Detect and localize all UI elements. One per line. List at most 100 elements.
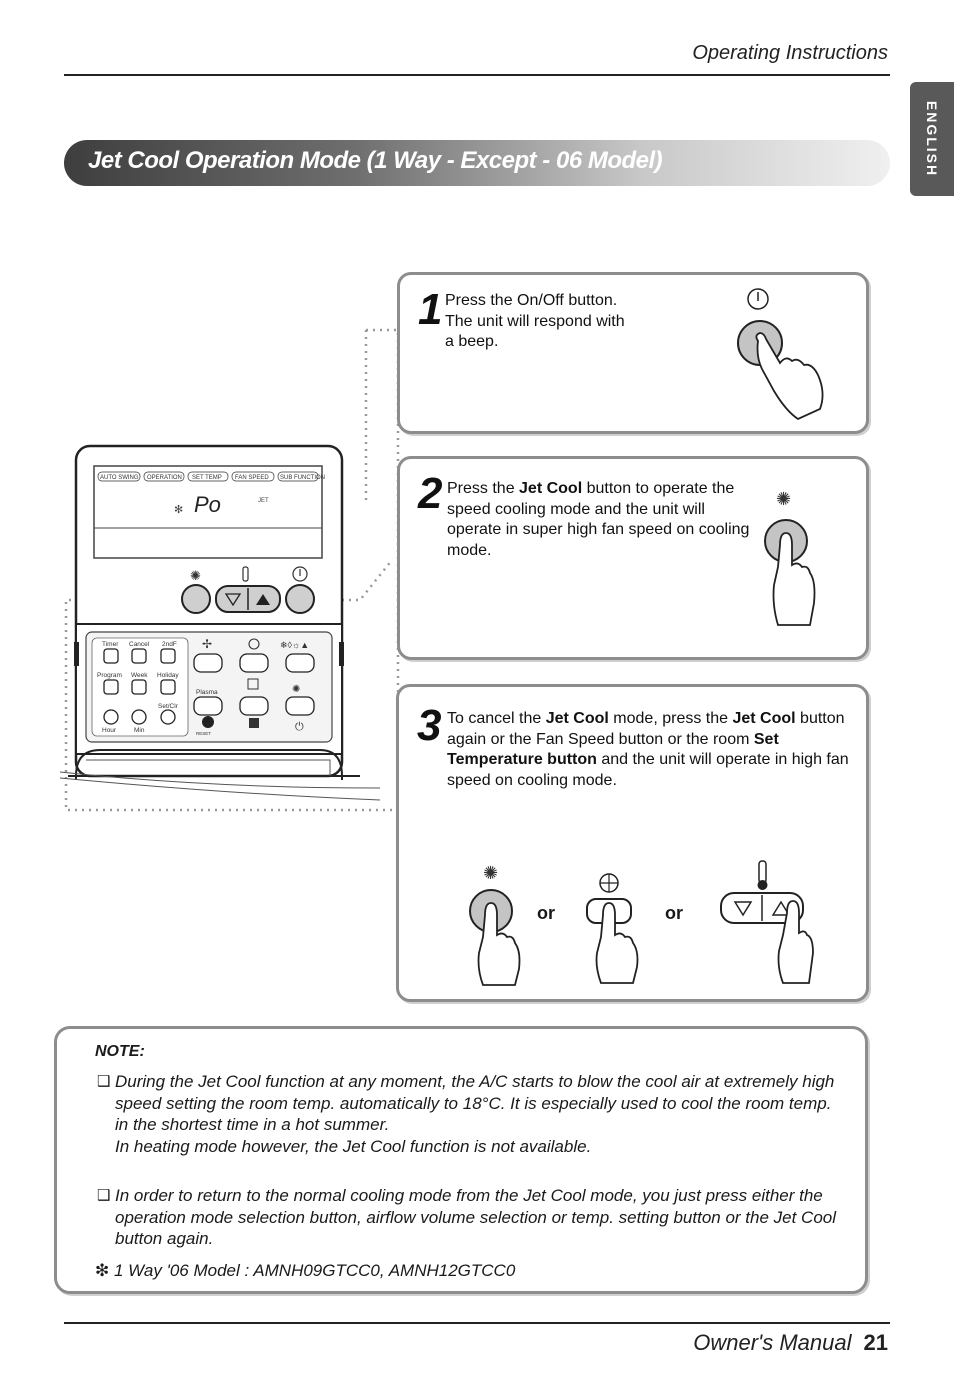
language-tab: ENGLISH <box>910 82 954 196</box>
asterisk-icon: ❇ <box>95 1261 110 1280</box>
week-button[interactable] <box>131 679 147 695</box>
min-button[interactable] <box>131 709 147 725</box>
step-2-text: Press the Jet Cool button to operate the… <box>447 479 757 561</box>
note-item-2-text: In order to return to the normal cooling… <box>115 1186 837 1248</box>
step-3-text-prefix: To cancel the <box>447 710 546 727</box>
language-tab-label: ENGLISH <box>924 100 940 178</box>
page-number: 21 <box>863 1330 888 1355</box>
jet-cool-icon: ✺ <box>190 568 201 583</box>
set-clr-button[interactable] <box>160 709 176 725</box>
power-button[interactable] <box>285 584 315 614</box>
swing-icon: ✺ <box>292 684 300 695</box>
display-label-fan-speed: FAN SPEED <box>235 475 269 481</box>
step-3-set-temp-bold: Set Temperature button <box>447 730 779 769</box>
step-2-text-rest: button to operate the speed cooling mode… <box>447 480 750 559</box>
min-label: Min <box>134 727 145 734</box>
title-bar: Jet Cool Operation Mode (1 Way - Except … <box>64 140 890 186</box>
jet-cool-icon: ✺ <box>483 863 498 883</box>
temp-up-icon <box>771 900 791 916</box>
home-icon <box>247 678 259 690</box>
cancel-button[interactable] <box>131 648 147 664</box>
week-label: Week <box>131 672 148 679</box>
display-jet: JET <box>258 498 269 504</box>
step-2-hand-illustration: ✺ <box>764 489 816 626</box>
note-item-1-heating-text: In heating mode however, the Jet Cool fu… <box>115 1136 592 1156</box>
pointing-hand-icon <box>595 902 639 984</box>
display-jet-icon: ✻ <box>174 504 183 516</box>
step-3-text-mid: mode, press the <box>608 710 733 727</box>
step-3-box: 3 To cancel the Jet Cool mode, press the… <box>396 684 869 1002</box>
auto-clean-icon: ⏻ <box>295 721 304 733</box>
step-3-text: To cancel the Jet Cool mode, press the J… <box>447 709 857 791</box>
or-label-1: or <box>537 903 555 923</box>
plasma-button[interactable] <box>193 696 223 716</box>
pointing-hand-icon <box>755 332 824 421</box>
step-1-number: 1 <box>418 285 443 334</box>
remote-illustration: AUTO SWING OPERATION SET TEMP FAN SPEED … <box>59 328 400 812</box>
step-3-set-temp-illustration <box>720 860 814 984</box>
sub-function-button[interactable] <box>285 653 315 673</box>
fan-speed-button[interactable] <box>239 653 269 673</box>
second-f-button[interactable] <box>160 648 176 664</box>
operation-button[interactable] <box>193 653 223 673</box>
program-label: Program <box>97 672 122 679</box>
power-icon <box>747 288 769 310</box>
step-2-number: 2 <box>418 469 443 518</box>
step-3-jet-cool-bold-2: Jet Cool <box>732 710 796 727</box>
note-item-1: ❑ During the Jet Cool function at any mo… <box>97 1071 845 1157</box>
cancel-label: Cancel <box>129 641 150 648</box>
step-3-text-rest: and the unit will operate in high fan sp… <box>447 751 849 789</box>
second-f-label: 2ndF <box>162 641 177 648</box>
timer-button[interactable] <box>103 648 119 664</box>
display-mode: Po <box>194 492 221 517</box>
thermometer-icon <box>242 566 249 582</box>
display-label-sub-function: SUB FUNCTION <box>280 475 325 481</box>
temp-down-icon <box>733 901 753 917</box>
display-label-set-temp: SET TEMP <box>192 475 222 481</box>
section-header: Operating Instructions <box>692 42 888 64</box>
power-icon <box>292 566 308 582</box>
jet-cool-icon: ✺ <box>776 489 791 509</box>
fan-icon <box>248 638 260 650</box>
note-model-text: 1 Way '06 Model : AMNH09GTCC0, AMNH12GTC… <box>113 1261 516 1280</box>
checkbox-bullet-icon: ❑ <box>97 1187 111 1204</box>
step-1-text: Press the On/Off button. The unit will r… <box>445 291 705 353</box>
step-3-number: 3 <box>417 701 442 750</box>
thermometer-icon <box>758 860 767 884</box>
plasma-icon <box>202 716 214 728</box>
program-button[interactable] <box>103 679 119 695</box>
checkbox-bullet-icon: ❑ <box>97 1073 111 1090</box>
timer-label: Timer <box>102 641 119 648</box>
note-item-1-text: During the Jet Cool function at any mome… <box>115 1072 835 1134</box>
reset-label: RESET <box>196 731 211 736</box>
holiday-button[interactable] <box>160 679 176 695</box>
temp-up-icon <box>256 594 270 605</box>
step-2-jet-cool-bold: Jet Cool <box>519 480 583 497</box>
sub-function-icons: ❄◊☼▲ <box>280 640 309 650</box>
pointing-hand-icon <box>777 900 814 984</box>
note-box: NOTE: ❑ During the Jet Cool function at … <box>54 1026 868 1294</box>
set-clr-label: Set/Clr <box>158 703 179 710</box>
step-3-jet-cool-illustration: ✺ <box>469 863 521 986</box>
operation-icon: ✢ <box>202 637 212 651</box>
step-3-text-mid-2: button again or the Fan Speed button or … <box>447 710 845 748</box>
step-1-line-2: The unit will respond with <box>445 312 625 330</box>
step-3-fan-speed-illustration <box>586 873 639 984</box>
hour-label: Hour <box>102 727 117 734</box>
jet-cool-button[interactable] <box>181 584 211 614</box>
swing-button[interactable] <box>239 696 269 716</box>
step-1-box: 1 Press the On/Off button. The unit will… <box>397 272 869 434</box>
manual-title: Owner's Manual <box>693 1330 852 1355</box>
pointing-hand-icon <box>477 902 521 986</box>
display-label-operation: OPERATION <box>147 475 182 481</box>
step-1-line-3: a beep. <box>445 333 499 350</box>
hour-button[interactable] <box>103 709 119 725</box>
auto-swing-button[interactable] <box>285 696 315 716</box>
note-item-2: ❑ In order to return to the normal cooli… <box>97 1185 845 1250</box>
page-title: Jet Cool Operation Mode (1 Way - Except … <box>88 147 663 174</box>
note-title: NOTE: <box>95 1043 145 1060</box>
note-model-line: ❇ 1 Way '06 Model : AMNH09GTCC0, AMNH12G… <box>95 1260 855 1282</box>
step-1-line-1: Press the On/Off button. <box>445 292 618 309</box>
plasma-label: Plasma <box>196 689 218 696</box>
display-label-auto-swing: AUTO SWING <box>100 475 139 481</box>
